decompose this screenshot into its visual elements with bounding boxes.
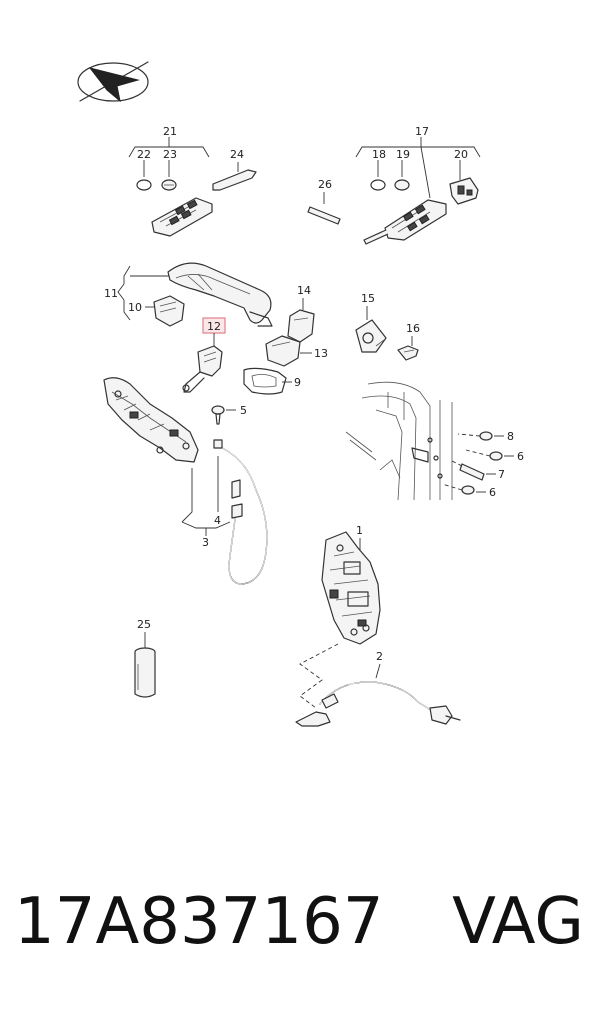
fastener-8: 8 [457, 430, 514, 443]
flip-key-fob-17 [363, 199, 447, 245]
key-set-17: 17 18 19 20 [355, 125, 481, 245]
label-14: 14 [297, 284, 311, 297]
bowden-cable-2: 2 [295, 643, 461, 727]
label-13: 13 [314, 347, 328, 360]
handle-carrier-3: 3 [103, 377, 231, 549]
label-8: 8 [507, 430, 514, 443]
label-3: 3 [202, 536, 209, 549]
label-2: 2 [376, 650, 383, 663]
label-10: 10 [128, 301, 142, 314]
outer-door-handle [167, 262, 272, 324]
screw-5: 5 [211, 404, 247, 425]
trim-cap-13: 13 [265, 335, 328, 367]
part-number: 17A837167 [14, 885, 384, 959]
bolt-7: 7 [449, 459, 505, 481]
key-fob-21 [151, 197, 213, 237]
label-11: 11 [104, 287, 118, 300]
key-set-21: 21 22 23 [128, 125, 213, 237]
lock-cylinder-12: 12 [182, 317, 226, 393]
label-16: 16 [406, 322, 420, 335]
label-5: 5 [240, 404, 247, 417]
screw-16: 16 [397, 322, 420, 361]
label-22: 22 [137, 148, 151, 161]
battery-cell-22 [136, 179, 152, 191]
label-17: 17 [415, 125, 429, 138]
label-7: 7 [498, 468, 505, 481]
handle-cover-14: 14 [287, 284, 315, 343]
label-6-lower: 6 [489, 486, 496, 499]
label-15: 15 [361, 292, 375, 305]
label-18: 18 [372, 148, 386, 161]
label-6-upper: 6 [517, 450, 524, 463]
trim-ring-9: 9 [243, 367, 301, 395]
battery-cell-18 [370, 179, 386, 191]
door-handle-group-11: 11 10 [104, 262, 273, 327]
door-lock-1: 1 [321, 524, 381, 645]
label-1: 1 [356, 524, 363, 537]
bolt-6-upper: 6 [465, 449, 524, 463]
label-19: 19 [396, 148, 410, 161]
key-housing-20 [449, 177, 479, 205]
bowden-cable-4: 4 [213, 439, 268, 585]
label-12: 12 [207, 320, 221, 333]
label-20: 20 [454, 148, 468, 161]
label-25: 25 [137, 618, 151, 631]
label-9: 9 [294, 376, 301, 389]
bolt-6-lower: 6 [441, 483, 496, 499]
label-21: 21 [163, 125, 177, 138]
striker-plate-15: 15 [355, 292, 387, 353]
label-23: 23 [163, 148, 177, 161]
pin-26: 26 [307, 178, 341, 225]
battery-cover-19 [394, 179, 410, 191]
handle-bracket-10 [153, 295, 185, 327]
label-4: 4 [214, 514, 221, 527]
part-caption: 17A837167 VAG [0, 885, 600, 995]
label-24: 24 [230, 148, 244, 161]
label-26: 26 [318, 178, 332, 191]
door-frame-detail [345, 381, 453, 501]
orientation-compass-icon [77, 61, 149, 103]
brand-name: VAG [452, 885, 584, 959]
emergency-key-24: 24 [212, 148, 257, 191]
tool-25: 25 [134, 618, 156, 698]
